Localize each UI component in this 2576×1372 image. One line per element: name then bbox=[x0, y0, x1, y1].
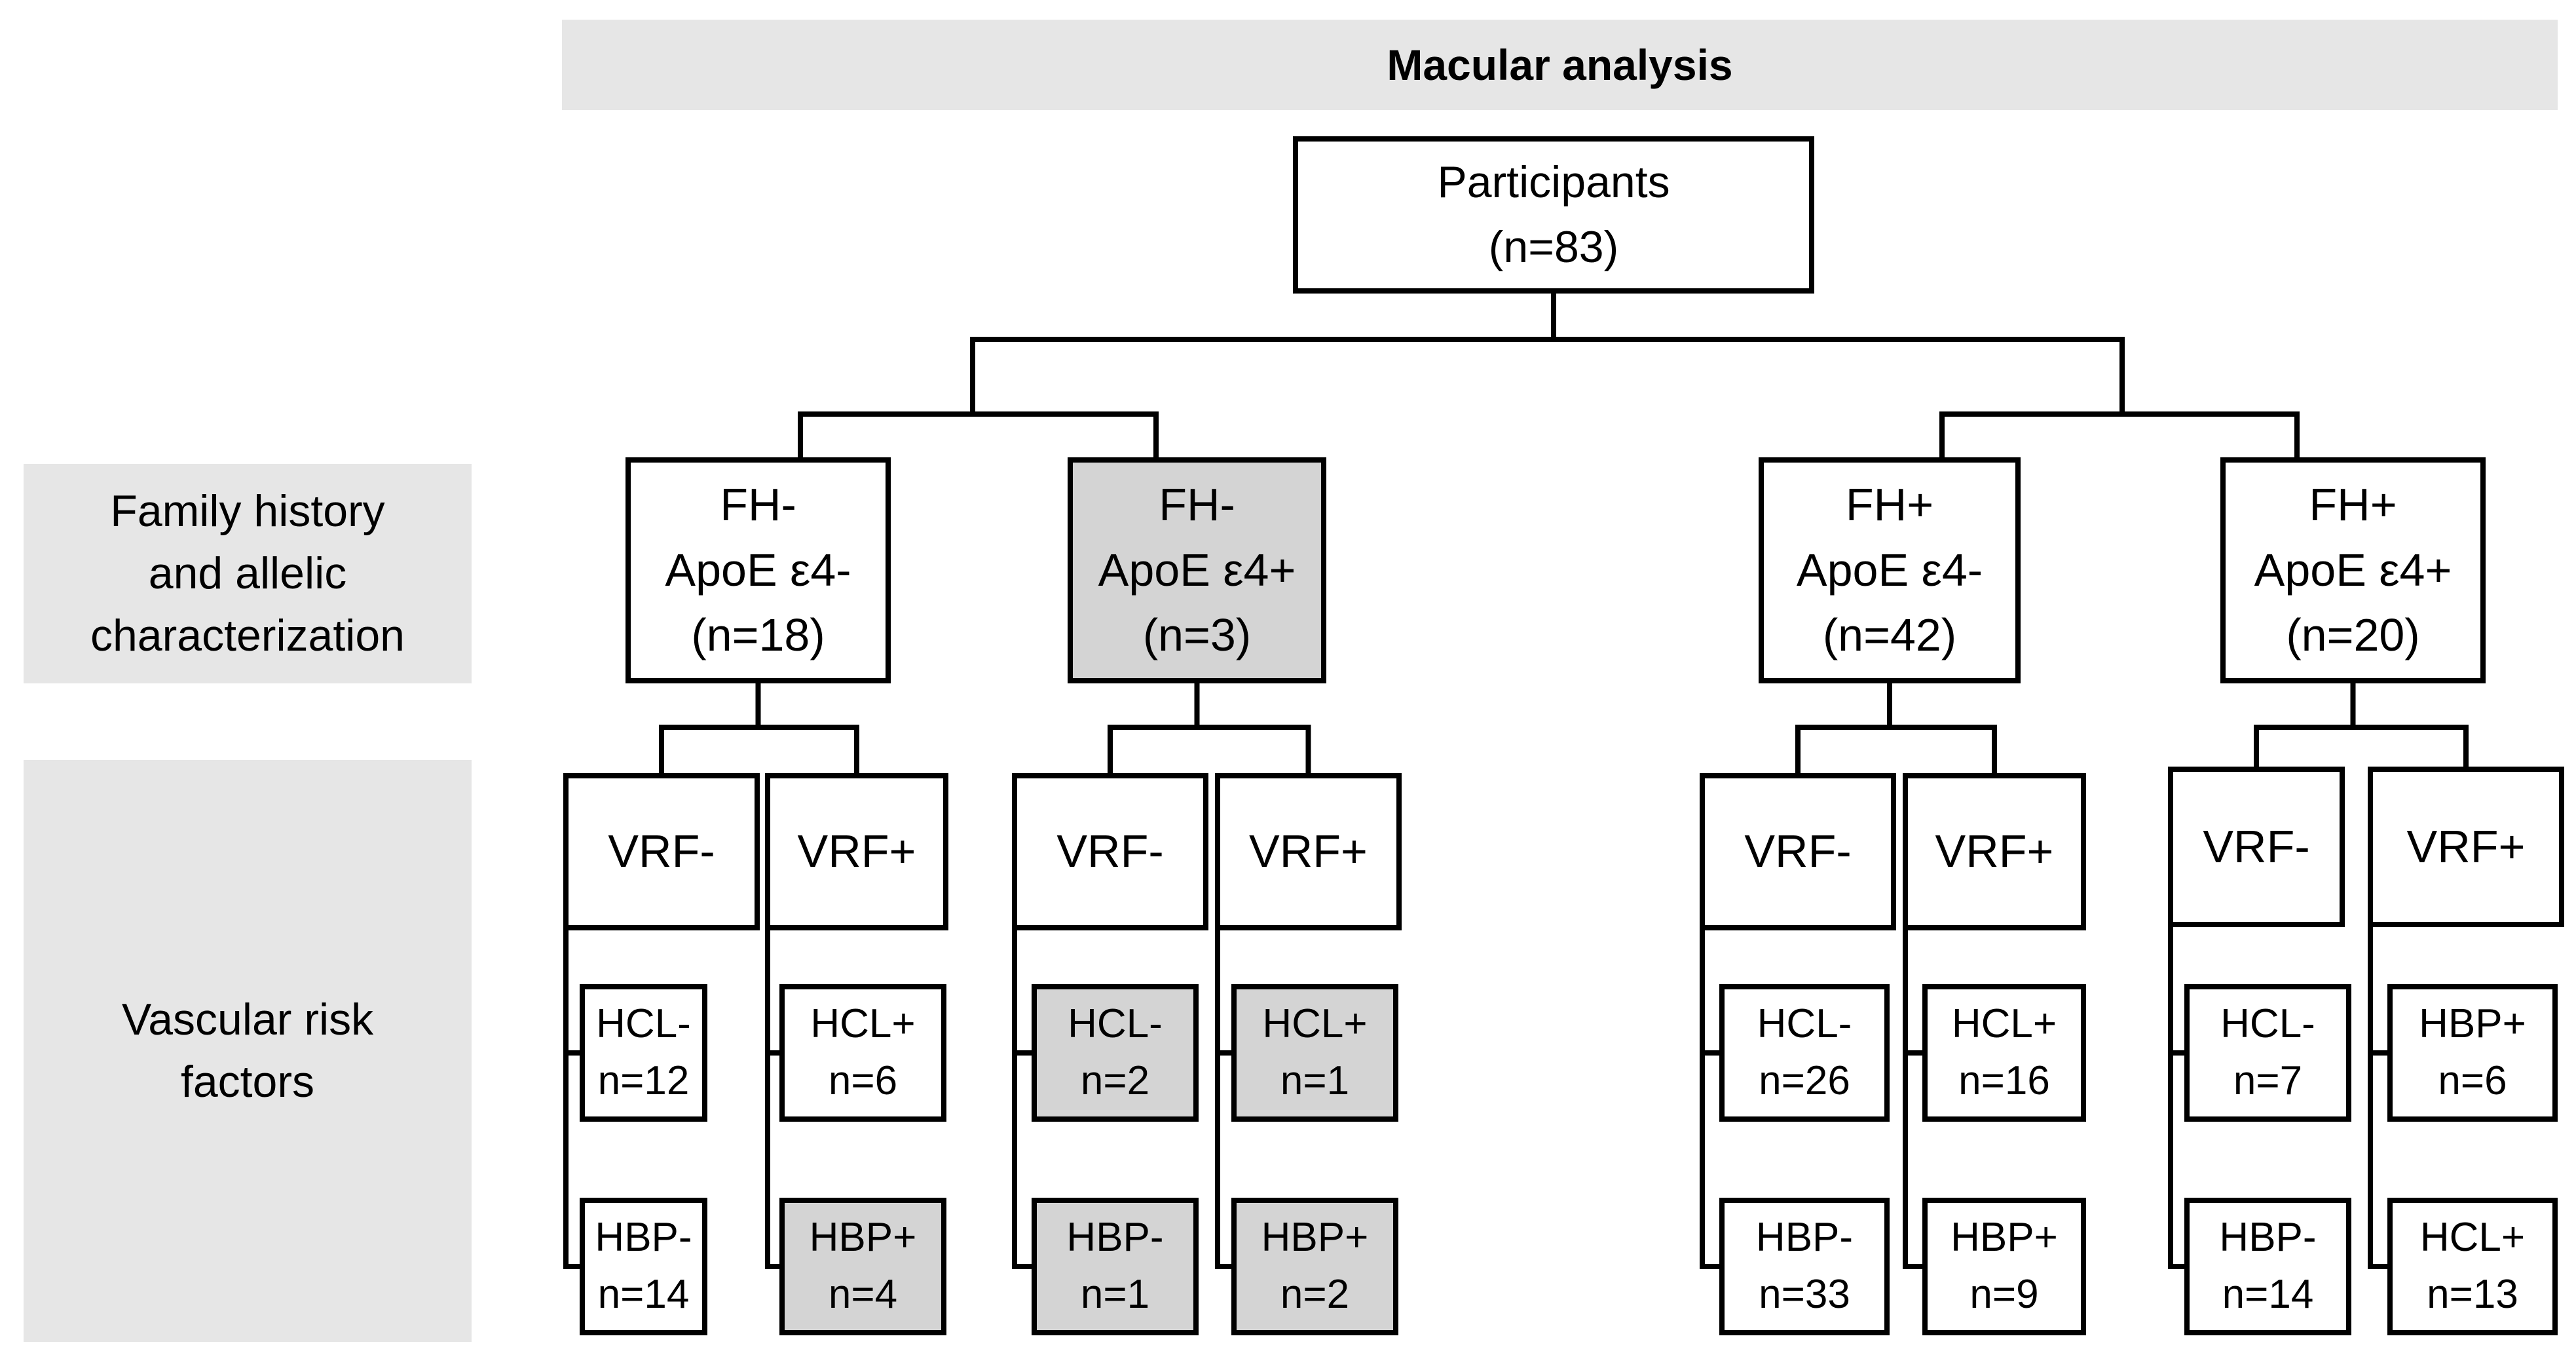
risk-factor-count: n=2 bbox=[1280, 1272, 1350, 1317]
risk-factor-count: n=14 bbox=[597, 1272, 690, 1317]
vrf-plus-label: VRF+ bbox=[1935, 826, 2054, 877]
vrf-minus-node: VRF- bbox=[1012, 773, 1208, 930]
root-count: (n=83) bbox=[1488, 222, 1619, 272]
risk-factor-label: HBP- bbox=[1066, 1215, 1164, 1261]
risk-factor-node: HBP-n=14 bbox=[580, 1198, 707, 1335]
side-label-line: factors bbox=[180, 1057, 315, 1107]
vrf-minus-label: VRF- bbox=[1744, 826, 1852, 877]
group-fh-label: FH- bbox=[1159, 479, 1235, 531]
risk-factor-count: n=4 bbox=[828, 1272, 898, 1317]
vrf-minus-label: VRF- bbox=[2203, 820, 2310, 872]
risk-factor-node: HBP-n=33 bbox=[1719, 1198, 1890, 1335]
group-count: (n=3) bbox=[1142, 609, 1252, 661]
risk-factor-node: HCL-n=26 bbox=[1719, 984, 1890, 1122]
vrf-plus-node: VRF+ bbox=[1215, 773, 1402, 930]
risk-factor-count: n=2 bbox=[1080, 1058, 1150, 1103]
title-banner: Macular analysis bbox=[562, 20, 2558, 110]
risk-factor-count: n=12 bbox=[597, 1058, 690, 1103]
risk-factor-label: HBP+ bbox=[1951, 1215, 2058, 1261]
risk-factor-count: n=9 bbox=[1969, 1272, 2039, 1317]
risk-factor-count: n=6 bbox=[2438, 1058, 2507, 1103]
group-node: FH+ ApoE ε4+ (n=20) bbox=[2220, 457, 2486, 683]
risk-factor-label: HBP+ bbox=[1261, 1215, 1369, 1261]
risk-factor-count: n=13 bbox=[2427, 1272, 2518, 1317]
vrf-minus-label: VRF- bbox=[1056, 826, 1164, 877]
risk-factor-label: HCL- bbox=[596, 1001, 691, 1047]
risk-factor-label: HBP- bbox=[2219, 1215, 2317, 1261]
group-apoe-label: ApoE ε4+ bbox=[2254, 544, 2452, 596]
root-node-participants: Participants (n=83) bbox=[1293, 136, 1814, 294]
risk-factor-node: HCL-n=12 bbox=[580, 984, 707, 1122]
group-fh-label: FH+ bbox=[2309, 479, 2397, 531]
side-label-line: Family history bbox=[110, 486, 385, 536]
group-node: FH- ApoE ε4+ (n=3) bbox=[1068, 457, 1326, 683]
risk-factor-node: HCL+ n=13 bbox=[2387, 1198, 2558, 1335]
risk-factor-count: n=16 bbox=[1958, 1058, 2050, 1103]
risk-factor-node: HCL+ n=1 bbox=[1231, 984, 1398, 1122]
diagram-title: Macular analysis bbox=[1387, 41, 1733, 89]
vrf-minus-node: VRF- bbox=[563, 773, 760, 930]
risk-factor-label: HBP- bbox=[1755, 1215, 1854, 1261]
side-label-line: and allelic bbox=[148, 548, 347, 598]
group-count: (n=42) bbox=[1822, 609, 1957, 661]
vrf-plus-node: VRF+ bbox=[765, 773, 948, 930]
side-label-vascular-risk: Vascular risk factors bbox=[24, 760, 472, 1342]
risk-factor-node: HBP+ n=4 bbox=[779, 1198, 946, 1335]
side-label-family-history: Family history and allelic characterizat… bbox=[24, 464, 472, 683]
risk-factor-node: HCL+ n=6 bbox=[779, 984, 946, 1122]
root-label: Participants bbox=[1437, 157, 1670, 208]
group-fh-label: FH+ bbox=[1845, 479, 1934, 531]
side-label-line: characterization bbox=[90, 611, 405, 661]
side-label-line: Vascular risk bbox=[121, 994, 374, 1044]
risk-factor-label: HCL+ bbox=[810, 1001, 916, 1047]
risk-factor-label: HBP+ bbox=[809, 1215, 917, 1261]
risk-factor-node: HBP-n=14 bbox=[2184, 1198, 2351, 1335]
group-count: (n=18) bbox=[691, 609, 825, 661]
risk-factor-node: HBP+ n=6 bbox=[2387, 984, 2558, 1122]
vrf-plus-node: VRF+ bbox=[2368, 767, 2564, 927]
risk-factor-node: HCL-n=7 bbox=[2184, 984, 2351, 1122]
vrf-plus-label: VRF+ bbox=[797, 826, 916, 877]
group-apoe-label: ApoE ε4+ bbox=[1098, 544, 1296, 596]
risk-factor-count: n=14 bbox=[2222, 1272, 2314, 1317]
risk-factor-label: HCL- bbox=[1068, 1001, 1163, 1047]
risk-factor-node: HBP+ n=2 bbox=[1231, 1198, 1398, 1335]
vrf-plus-label: VRF+ bbox=[2406, 820, 2526, 872]
vrf-plus-label: VRF+ bbox=[1249, 826, 1368, 877]
group-apoe-label: ApoE ε4- bbox=[665, 544, 851, 596]
risk-factor-count: n=1 bbox=[1080, 1272, 1150, 1317]
risk-factor-count: n=26 bbox=[1759, 1058, 1850, 1103]
vrf-minus-node: VRF- bbox=[2168, 767, 2345, 927]
group-count: (n=20) bbox=[2286, 609, 2420, 661]
vrf-minus-label: VRF- bbox=[608, 826, 715, 877]
risk-factor-node: HCL-n=2 bbox=[1032, 984, 1199, 1122]
risk-factor-node: HCL+ n=16 bbox=[1922, 984, 2086, 1122]
risk-factor-label: HCL+ bbox=[1262, 1001, 1368, 1047]
risk-factor-count: n=33 bbox=[1759, 1272, 1850, 1317]
group-apoe-label: ApoE ε4- bbox=[1796, 544, 1983, 596]
risk-factor-label: HCL- bbox=[2220, 1001, 2315, 1047]
risk-factor-label: HCL- bbox=[1757, 1001, 1852, 1047]
group-node: FH- ApoE ε4- (n=18) bbox=[625, 457, 891, 683]
risk-factor-node: HBP+ n=9 bbox=[1922, 1198, 2086, 1335]
risk-factor-count: n=1 bbox=[1280, 1058, 1350, 1103]
vrf-minus-node: VRF- bbox=[1700, 773, 1896, 930]
risk-factor-label: HBP+ bbox=[2419, 1001, 2526, 1047]
risk-factor-node: HBP-n=1 bbox=[1032, 1198, 1199, 1335]
group-node: FH+ ApoE ε4- (n=42) bbox=[1759, 457, 2021, 683]
risk-factor-label: HBP- bbox=[595, 1215, 692, 1261]
risk-factor-count: n=6 bbox=[828, 1058, 898, 1103]
risk-factor-label: HCL+ bbox=[2419, 1215, 2526, 1261]
risk-factor-label: HCL+ bbox=[1951, 1001, 2057, 1047]
group-fh-label: FH- bbox=[720, 479, 796, 531]
vrf-plus-node: VRF+ bbox=[1903, 773, 2086, 930]
risk-factor-count: n=7 bbox=[2233, 1058, 2303, 1103]
